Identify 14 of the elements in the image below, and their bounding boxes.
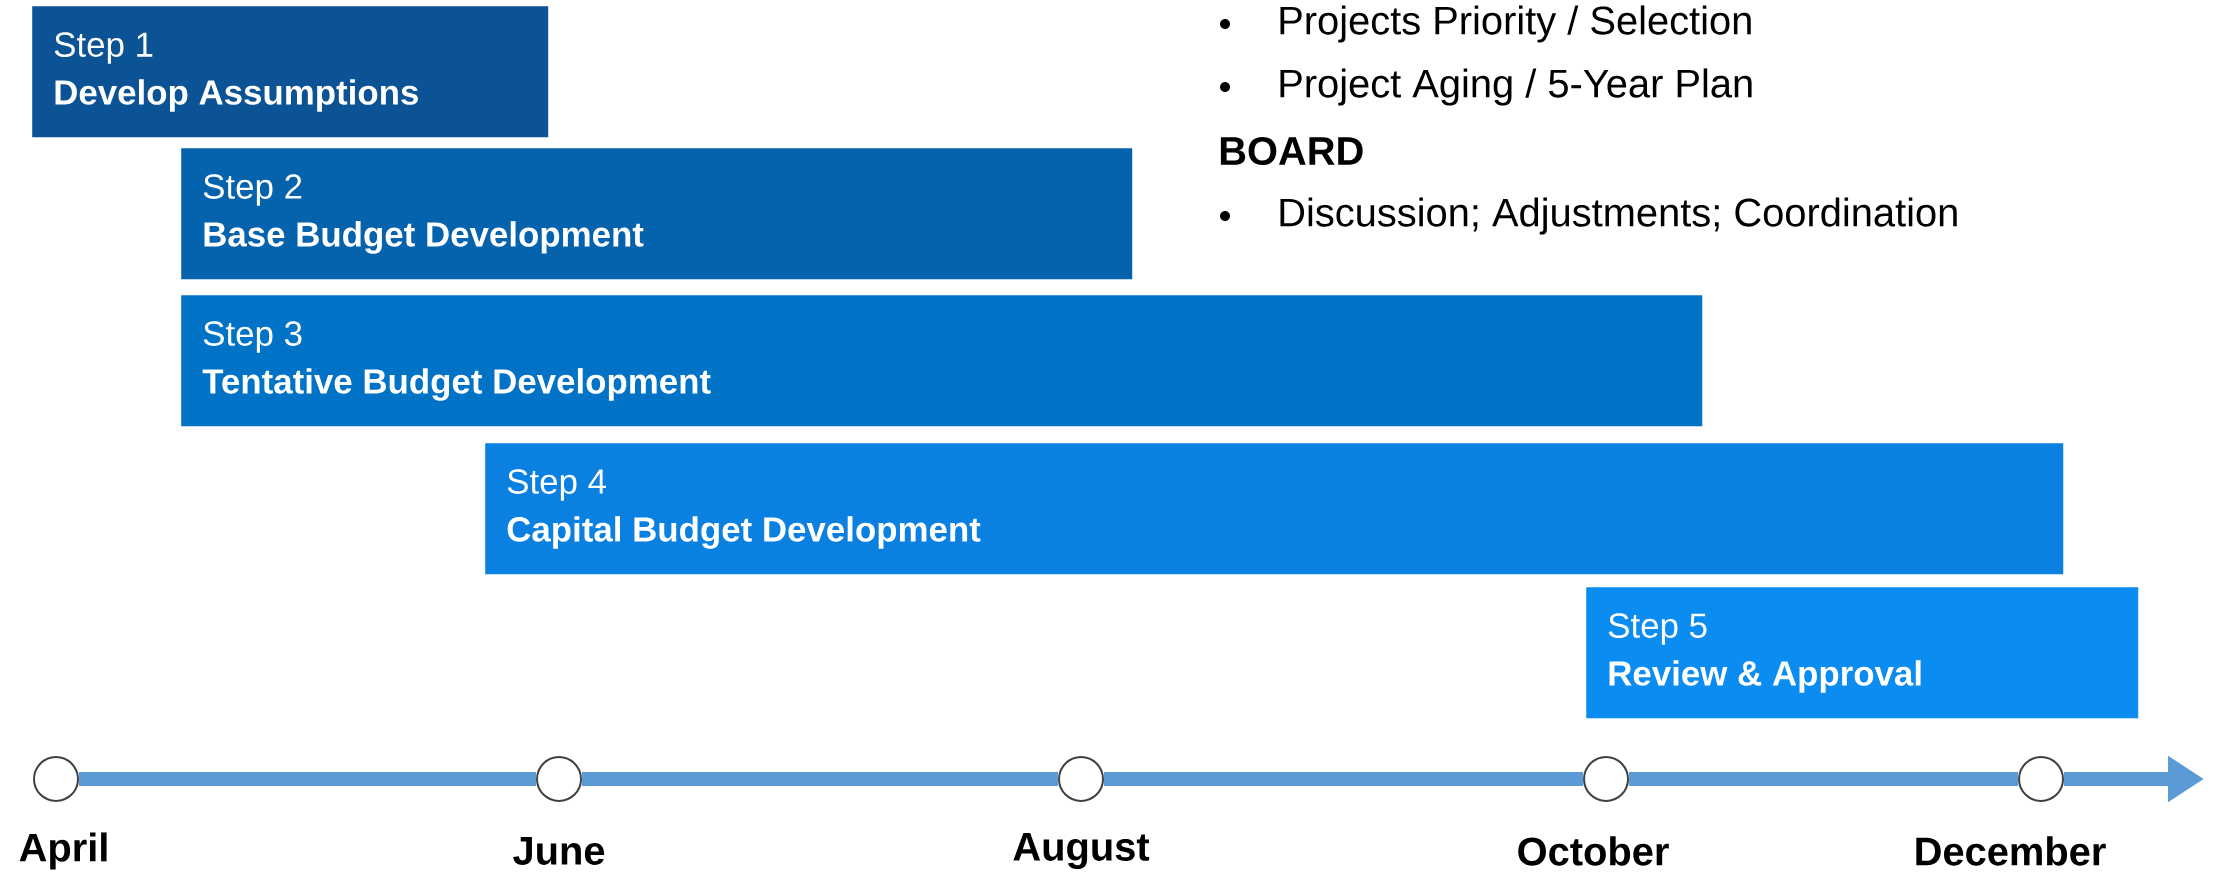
step-bar: Step 4 Capital Budget Development bbox=[485, 443, 2064, 575]
step-bar: Step 3 Tentative Budget Development bbox=[181, 295, 1703, 427]
timeline-circle bbox=[2018, 756, 2065, 802]
heading: BOARD bbox=[1220, 136, 1363, 166]
bullet-item: Project Aging / 5-Year Plan bbox=[1220, 68, 1752, 106]
timeline-circle bbox=[536, 756, 582, 802]
timeline-circle bbox=[1583, 756, 1629, 802]
timeline-circle bbox=[33, 756, 79, 802]
bullet-item: Projects Priority / Selection bbox=[1220, 5, 1751, 43]
step-bar: Step 2 Base Budget Development bbox=[181, 148, 1133, 280]
timeline-circle bbox=[1058, 756, 1104, 802]
step-bar: Step 5 Review & Approval bbox=[1586, 587, 2139, 719]
bullet-item: Discussion; Adjustments; Coordination bbox=[1220, 197, 1957, 235]
step-bar: Step 1 Develop Assumptions bbox=[32, 6, 549, 138]
